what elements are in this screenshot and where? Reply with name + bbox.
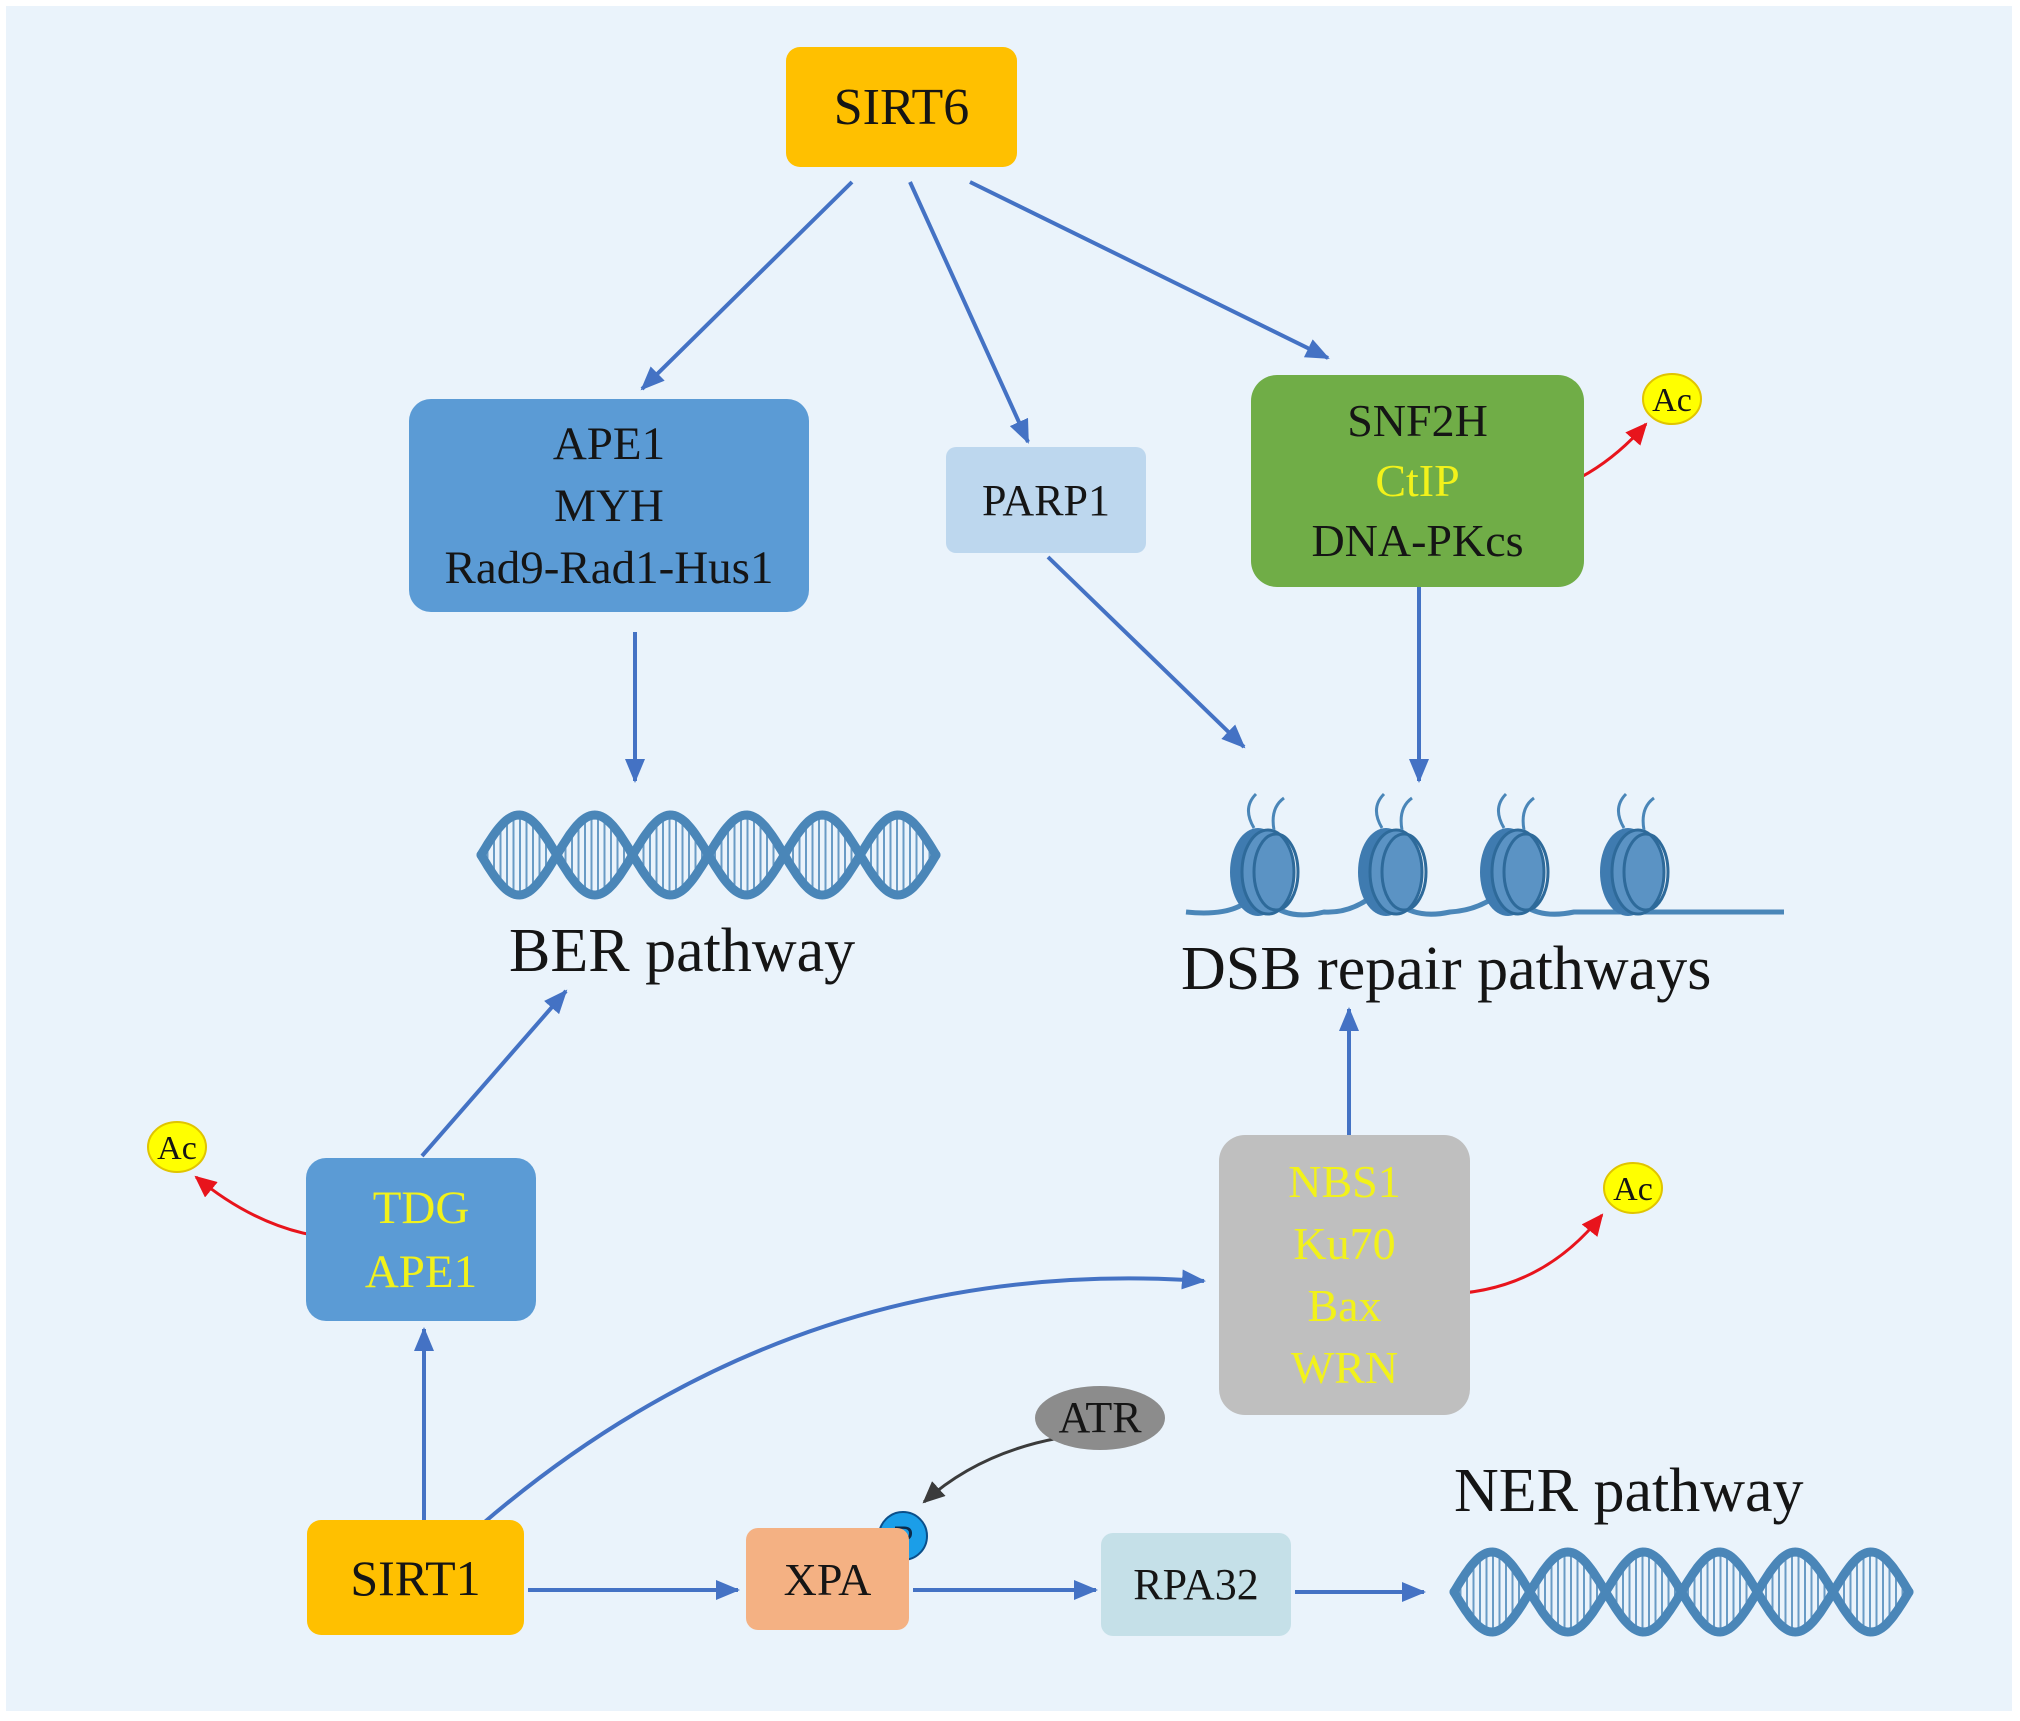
- xpa-node: XPA: [746, 1528, 909, 1630]
- ber-proteins-box: APE1 MYH Rad9-Rad1-Hus1: [409, 399, 809, 612]
- tdg-label: TDG: [372, 1181, 470, 1234]
- arrow-atr-to-xpa: [922, 1436, 1060, 1504]
- acetyl-marker: Ac: [1642, 373, 1702, 425]
- chromatin-icon: [1185, 792, 1784, 918]
- svg-text:ATR: ATR: [1058, 1393, 1142, 1442]
- ner-dna-helix-icon: [1449, 1547, 1914, 1637]
- tdg-ape1-box: TDG APE1: [306, 1158, 536, 1321]
- target-label: NBS1: [1288, 1156, 1401, 1207]
- acetyl-marker: Ac: [147, 1121, 207, 1173]
- atr-node: ATR: [1035, 1386, 1165, 1450]
- dna-strand: [1449, 1547, 1914, 1637]
- sirt6-label: SIRT6: [833, 78, 970, 136]
- arrow-tdg-to-ber: [420, 989, 568, 1158]
- arrow-sirt6-to-green-box: [969, 180, 1330, 360]
- nucleosome-icon: [1600, 792, 1670, 916]
- rpa32-node: RPA32: [1101, 1533, 1291, 1636]
- parp1-label: PARP1: [981, 475, 1111, 525]
- ber-protein-label: Rad9-Rad1-Hus1: [444, 541, 774, 594]
- dsb-proteins-box: SNF2H CtIP DNA-PKcs: [1251, 375, 1584, 587]
- ber-pathway-label: BER pathway: [509, 917, 856, 985]
- dna-strand: [476, 810, 941, 900]
- target-label: Ku70: [1293, 1218, 1396, 1269]
- ape1-label: APE1: [364, 1245, 478, 1298]
- ber-dna-helix-icon: [476, 810, 941, 900]
- dsb-pathway-label: DSB repair pathways: [1181, 935, 1712, 1003]
- diagram-canvas: Ac Ac Ac ATR P SIRT6 APE1 MYH Rad9-Rad1-…: [6, 6, 2012, 1711]
- dsb-protein-label: SNF2H: [1347, 395, 1488, 446]
- dsb-protein-label-highlighted: CtIP: [1375, 455, 1460, 506]
- parp1-node: PARP1: [946, 447, 1146, 553]
- connector-layer: Ac Ac Ac ATR P: [147, 180, 1914, 1637]
- sirt6-node: SIRT6: [786, 47, 1017, 167]
- sirt1-targets-box: NBS1 Ku70 Bax WRN: [1219, 1135, 1470, 1415]
- ber-protein-label: MYH: [554, 479, 664, 532]
- arrow-sirt1-to-gray-box: [478, 1269, 1206, 1528]
- sirt1-label: SIRT1: [350, 1549, 481, 1606]
- arrow-parp1-to-dsb: [1046, 555, 1246, 749]
- sirt1-node: SIRT1: [307, 1520, 524, 1635]
- dsb-protein-label: DNA-PKcs: [1311, 515, 1524, 566]
- xpa-label: XPA: [783, 1553, 872, 1605]
- target-label: WRN: [1290, 1342, 1399, 1393]
- arrow-sirt6-to-ber-box: [640, 180, 854, 391]
- arrow-sirt6-to-parp1: [908, 181, 1030, 444]
- acetyl-marker: Ac: [1603, 1162, 1663, 1214]
- nucleosome-icon: [1230, 792, 1300, 916]
- svg-text:Ac: Ac: [157, 1130, 197, 1167]
- ber-protein-label: APE1: [552, 417, 666, 470]
- rpa32-label: RPA32: [1133, 1560, 1259, 1609]
- target-label: Bax: [1307, 1280, 1382, 1331]
- svg-text:Ac: Ac: [1613, 1171, 1653, 1208]
- svg-text:Ac: Ac: [1652, 382, 1692, 419]
- nucleosome-icon: [1480, 792, 1550, 916]
- nucleosome-icon: [1358, 792, 1428, 916]
- ner-pathway-label: NER pathway: [1454, 1457, 1804, 1525]
